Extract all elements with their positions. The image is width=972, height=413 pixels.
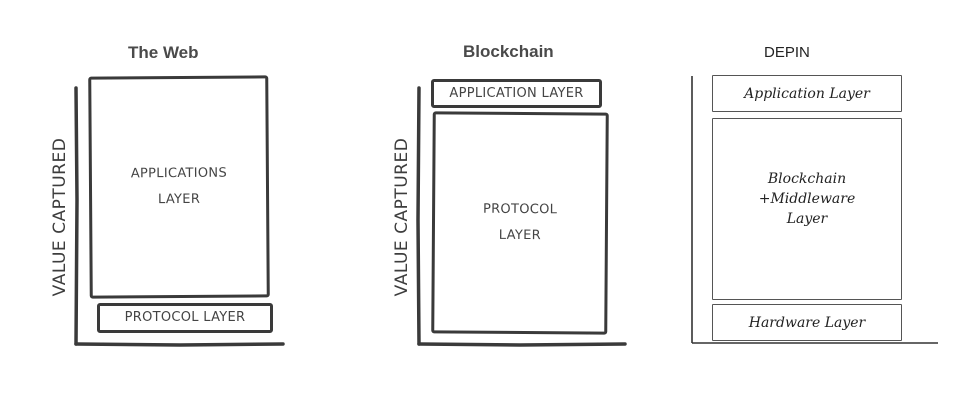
blockchain-y-label: VALUE CAPTURED bbox=[392, 137, 412, 297]
web-applications-label: APPLICATIONS LAYER bbox=[130, 165, 228, 208]
depin-title: DEPIN bbox=[764, 44, 810, 61]
blockchain-application-layer: APPLICATION LAYER bbox=[431, 79, 602, 108]
web-protocol-label: PROTOCOL LAYER bbox=[124, 310, 246, 325]
blockchain-title: Blockchain bbox=[463, 42, 554, 61]
blockchain-protocol-layer: PROTOCOL LAYER bbox=[431, 111, 609, 335]
web-title: The Web bbox=[128, 43, 199, 62]
blockchain-protocol-label: PROTOCOL LAYER bbox=[482, 201, 558, 244]
web-y-axis bbox=[74, 86, 79, 346]
web-protocol-layer: PROTOCOL LAYER bbox=[97, 303, 273, 333]
depin-application-layer: Application Layer bbox=[712, 75, 902, 112]
blockchain-application-label: APPLICATION LAYER bbox=[449, 85, 584, 101]
web-y-label: VALUE CAPTURED bbox=[50, 137, 70, 297]
depin-blockchain-middleware-layer: Blockchain +Middleware Layer bbox=[712, 118, 902, 300]
blockchain-x-axis bbox=[417, 342, 627, 347]
web-applications-layer: APPLICATIONS LAYER bbox=[88, 75, 270, 299]
depin-blockchain-middleware-label: Blockchain +Middleware Layer bbox=[758, 171, 856, 227]
depin-hardware-label: Hardware Layer bbox=[748, 314, 866, 331]
web-x-axis bbox=[74, 342, 285, 347]
depin-hardware-layer: Hardware Layer bbox=[712, 304, 902, 341]
blockchain-y-axis bbox=[416, 86, 421, 346]
depin-application-label: Application Layer bbox=[744, 85, 870, 102]
